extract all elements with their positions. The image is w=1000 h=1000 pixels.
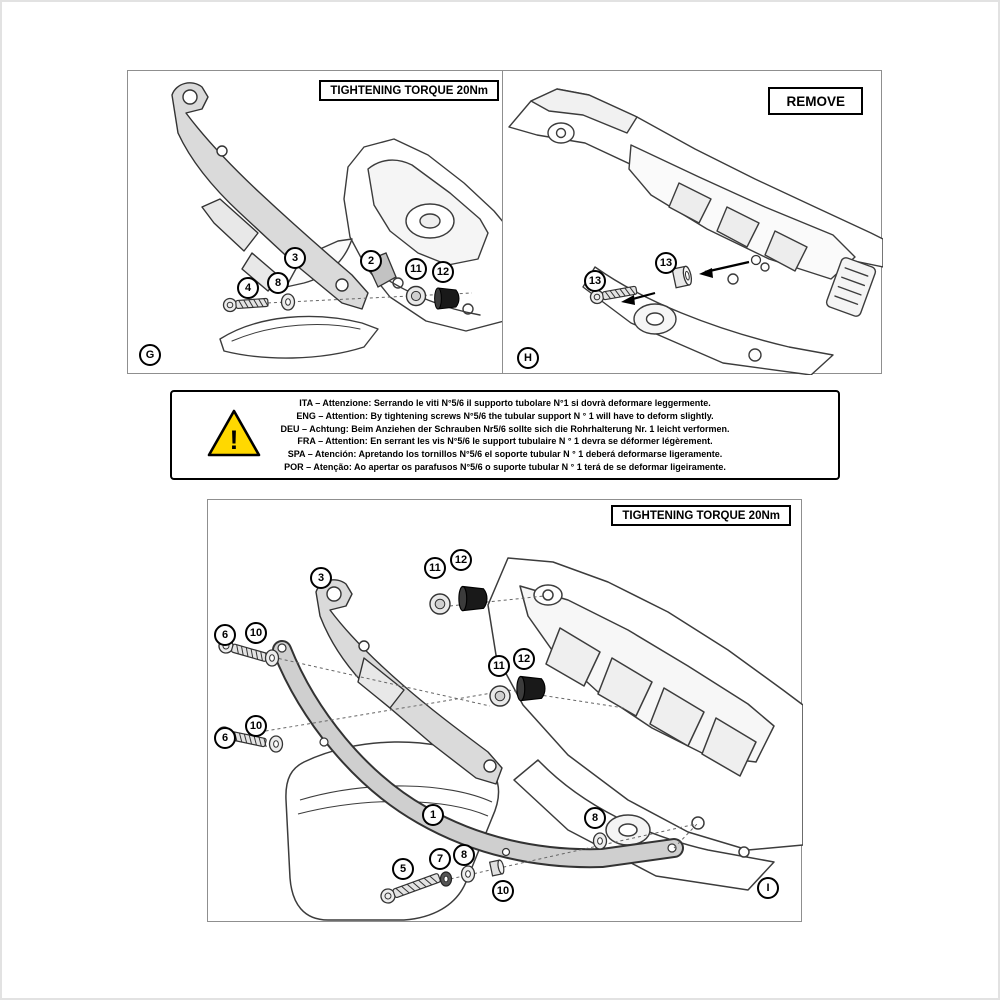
part-callout: 11 (424, 557, 446, 579)
warning-text: ITA – Attenzione: Serrando le viti N°5/6… (180, 397, 830, 473)
tightening-torque-label: TIGHTENING TORQUE 20Nm (611, 505, 791, 526)
part-callout: 6 (214, 727, 236, 749)
part-callout: 5 (392, 858, 414, 880)
part-callout: 13 (655, 252, 677, 274)
part-callout: 12 (513, 648, 535, 670)
panel-letter-i: I (757, 877, 779, 899)
part-callout: 10 (245, 715, 267, 737)
panel-letter-g: G (139, 344, 161, 366)
part-callout: 1 (422, 804, 444, 826)
part-callout: 11 (405, 258, 427, 280)
part-callout: 12 (432, 261, 454, 283)
diagram-panel-g: TIGHTENING TORQUE 20Nm 4 8 3 2 11 12 G (127, 70, 504, 374)
warning-line-deu: DEU – Achtung: Beim Anziehen der Schraub… (280, 423, 730, 434)
exploded-diagram-g (171, 82, 504, 359)
warning-line-spa: SPA – Atención: Apretando los tornillos … (287, 448, 723, 459)
diagram-panel-h: REMOVE 13 13 H (502, 70, 883, 375)
part-callout: 10 (492, 880, 514, 902)
remove-diagram-h (508, 88, 883, 375)
warning-line-ita: ITA – Attenzione: Serrando le viti N°5/6… (299, 398, 711, 409)
remove-label: REMOVE (768, 87, 863, 115)
warning-line-fra: FRA – Attention: En serrant les vis N°5/… (297, 436, 713, 447)
warning-box: ! ITA – Attenzione: Serrando le viti N°5… (170, 390, 840, 480)
part-callout: 11 (488, 655, 510, 677)
part-callout: 3 (310, 567, 332, 589)
part-callout: 13 (584, 270, 606, 292)
part-callout: 4 (237, 277, 259, 299)
part-callout: 12 (450, 549, 472, 571)
part-callout: 8 (584, 807, 606, 829)
warning-line-eng: ENG – Attention: By tightening screws N°… (296, 410, 714, 421)
part-callout: 8 (453, 844, 475, 866)
part-callout: 2 (360, 250, 382, 272)
panel-letter-h: H (517, 347, 539, 369)
svg-text:!: ! (230, 425, 239, 455)
part-callout: 8 (267, 272, 289, 294)
exploded-diagram-i (216, 557, 803, 921)
part-callout: 6 (214, 624, 236, 646)
warning-line-por: POR – Atenção: Ao apertar os parafusos N… (284, 461, 726, 472)
diagram-panel-i: TIGHTENING TORQUE 20Nm 3 11 12 11 12 6 1… (207, 499, 803, 922)
part-callout: 10 (245, 622, 267, 644)
tightening-torque-label: TIGHTENING TORQUE 20Nm (319, 80, 499, 101)
part-callout: 7 (429, 848, 451, 870)
warning-triangle-icon: ! (206, 408, 262, 460)
part-callout: 3 (284, 247, 306, 269)
